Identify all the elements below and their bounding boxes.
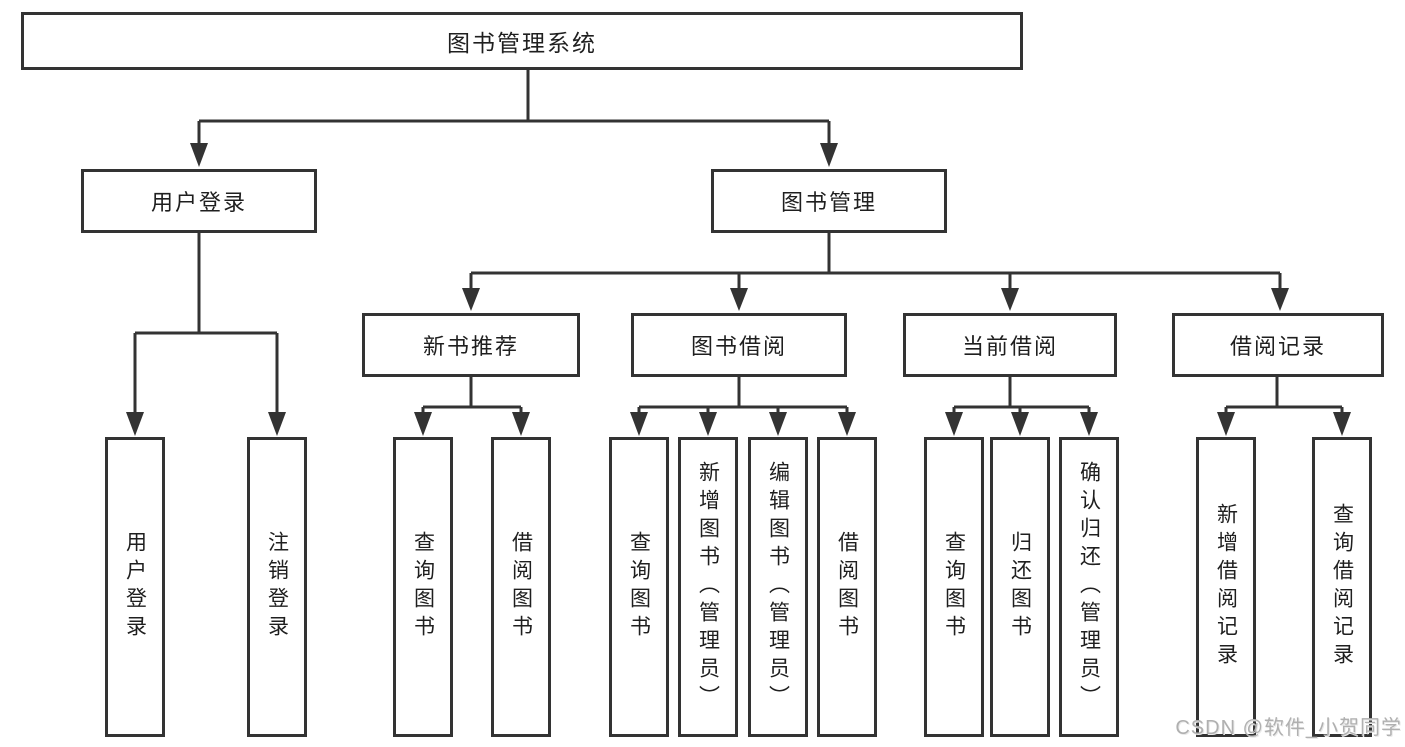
connector-userlogin-to-leaves — [133, 233, 279, 416]
leaf-query-books-recommend: 查询图书 — [393, 437, 453, 737]
leaf-logout: 注销登录 — [247, 437, 307, 737]
leaf-borrow-books-recommend: 借阅图书 — [491, 437, 551, 737]
csdn-watermark: CSDN @软件_小贺同学 — [1175, 717, 1402, 739]
leaf-add-books-admin: 新增图书（管理员） — [678, 437, 738, 737]
node-book-management: 图书管理 — [711, 169, 947, 233]
leaf-add-borrow-record: 新增借阅记录 — [1196, 437, 1256, 737]
connector-recommend-to-leaves — [421, 375, 523, 416]
leaf-query-borrow-record: 查询借阅记录 — [1312, 437, 1372, 737]
leaf-query-books-current: 查询图书 — [924, 437, 984, 737]
node-book-borrowing: 图书借阅 — [631, 313, 847, 377]
leaf-query-books-borrow: 查询图书 — [609, 437, 669, 737]
node-borrowing-records: 借阅记录 — [1172, 313, 1384, 377]
arrowheads — [126, 143, 1351, 436]
node-root-system: 图书管理系统 — [21, 12, 1023, 70]
leaf-borrow-books: 借阅图书 — [817, 437, 877, 737]
connector-current-to-leaves — [952, 375, 1091, 416]
connector-root-to-level2 — [197, 70, 831, 147]
connector-bookmgmt-to-level3 — [469, 233, 1282, 292]
connector-borrow-to-leaves — [637, 375, 849, 416]
leaf-user-login: 用户登录 — [105, 437, 165, 737]
leaf-confirm-return-admin: 确认归还（管理员） — [1059, 437, 1119, 737]
leaf-edit-books-admin: 编辑图书（管理员） — [748, 437, 808, 737]
node-user-login: 用户登录 — [81, 169, 317, 233]
node-new-book-recommend: 新书推荐 — [362, 313, 580, 377]
leaf-return-books: 归还图书 — [990, 437, 1050, 737]
node-current-borrowing: 当前借阅 — [903, 313, 1117, 377]
connector-records-to-leaves — [1224, 375, 1344, 416]
